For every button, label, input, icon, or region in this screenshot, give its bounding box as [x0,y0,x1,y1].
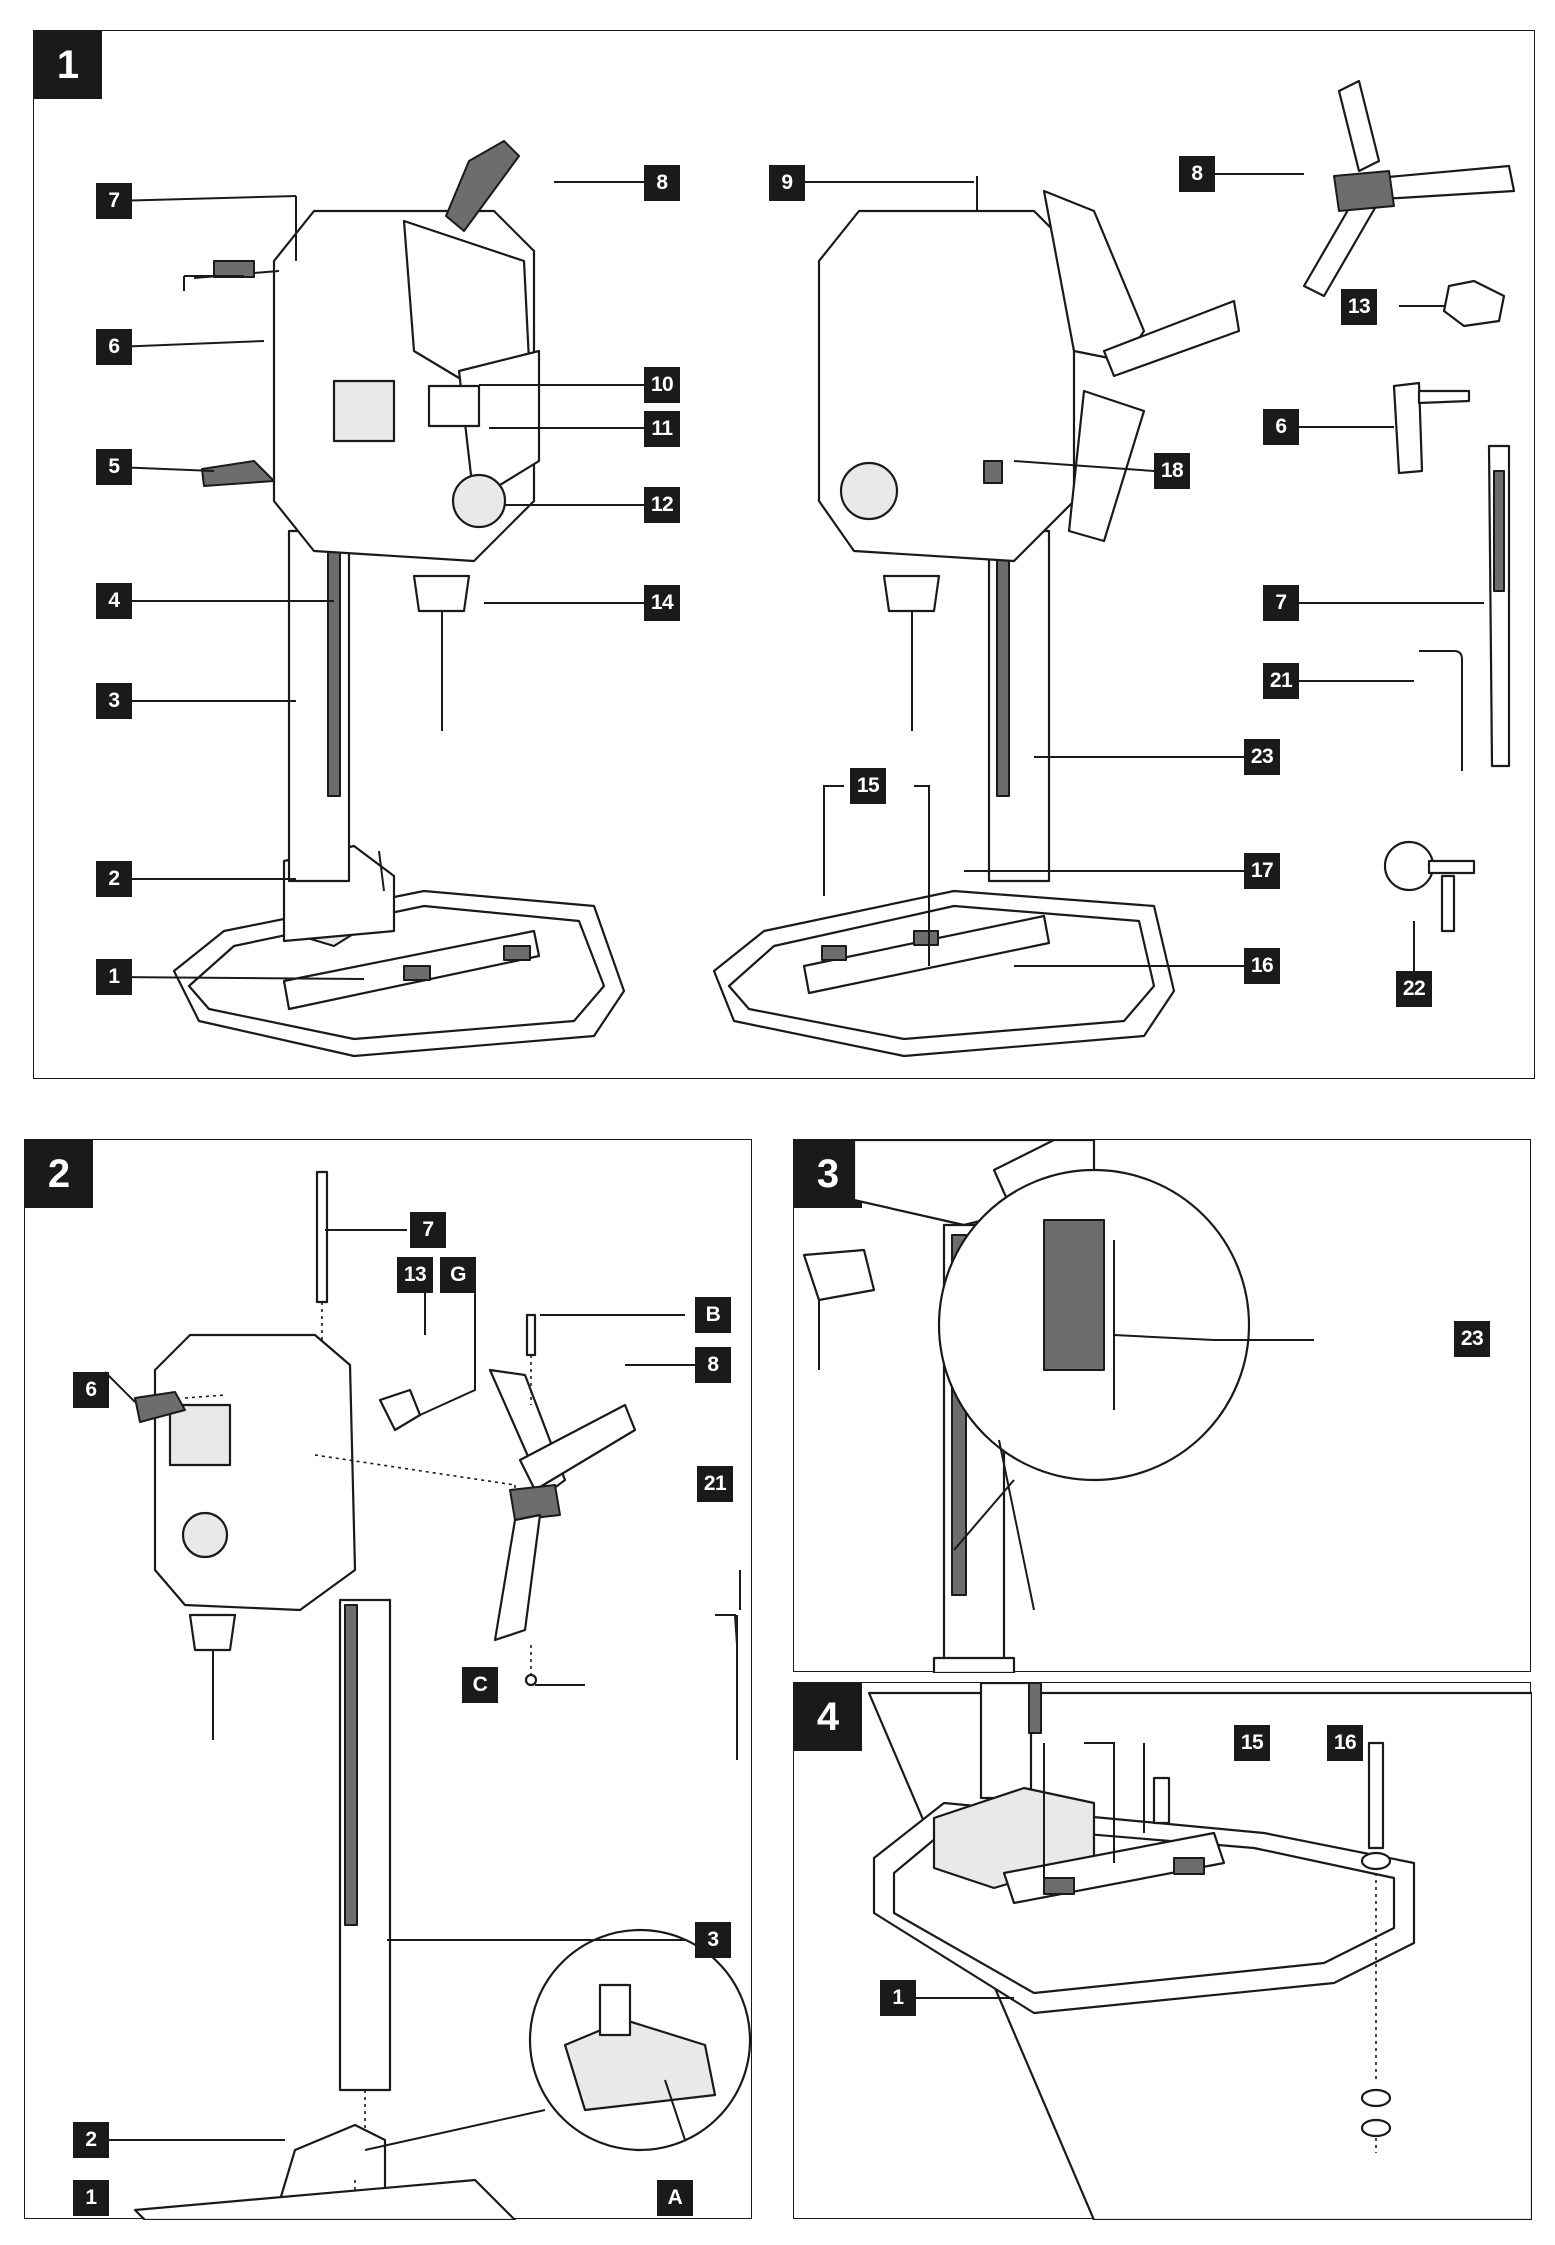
callout-1: 1 [96,959,132,995]
callout-8: 8 [644,165,680,201]
panel-number: 1 [34,31,102,99]
figure-panel-4: 4 15 16 1 [793,1682,1532,2220]
callout-21: 21 [697,1466,733,1502]
callout-16: 16 [1244,948,1280,984]
rack-detail-view [802,1140,1314,1673]
callout-7-accessory: 7 [1263,585,1299,621]
callout-6: 6 [73,1372,109,1408]
callout-1: 1 [880,1980,916,2016]
callout-7: 7 [96,183,132,219]
drill-press-front-view [172,140,626,1058]
callout-B: B [695,1297,731,1333]
callout-10: 10 [644,367,680,403]
figure-panel-3: 3 23 [793,1139,1531,1673]
callout-4: 4 [96,583,132,619]
accessories-group [1302,79,1516,933]
callout-23: 23 [1454,1321,1490,1357]
callout-11: 11 [644,411,680,447]
callout-1: 1 [73,2180,109,2216]
callout-G: G [440,1257,476,1293]
callout-A: A [657,2180,693,2216]
callout-17: 17 [1244,853,1280,889]
drill-press-rear-view [712,176,1241,1058]
panel-number: 4 [794,1683,862,1751]
callout-21: 21 [1263,663,1299,699]
callout-22: 22 [1396,971,1432,1007]
callout-3: 3 [695,1922,731,1958]
callout-2: 2 [73,2122,109,2158]
figure-panel-1: 1 [33,30,1535,1079]
callout-3: 3 [96,683,132,719]
callout-15: 15 [850,768,886,804]
callout-2: 2 [96,861,132,897]
callout-13: 13 [1341,289,1377,325]
panel-number: 3 [794,1140,862,1208]
assembly-exploded-view [104,1170,752,2220]
callout-C: C [462,1667,498,1703]
callout-14: 14 [644,585,680,621]
base-mounting-view [867,1683,1532,2220]
callout-18: 18 [1154,453,1190,489]
callout-6-accessory: 6 [1263,409,1299,445]
callout-23: 23 [1244,739,1280,775]
panel-number: 2 [25,1140,93,1208]
drill-press-assembled-views [113,79,1516,1058]
callout-13: 13 [397,1257,433,1293]
callout-7: 7 [410,1212,446,1248]
callout-16: 16 [1327,1725,1363,1761]
callout-8: 8 [695,1347,731,1383]
callout-6: 6 [96,329,132,365]
figure-panel-2: 2 [24,1139,752,2220]
callout-9: 9 [769,165,805,201]
callout-15: 15 [1234,1725,1270,1761]
callout-8-accessory: 8 [1179,156,1215,192]
callout-5: 5 [96,449,132,485]
callout-12: 12 [644,487,680,523]
